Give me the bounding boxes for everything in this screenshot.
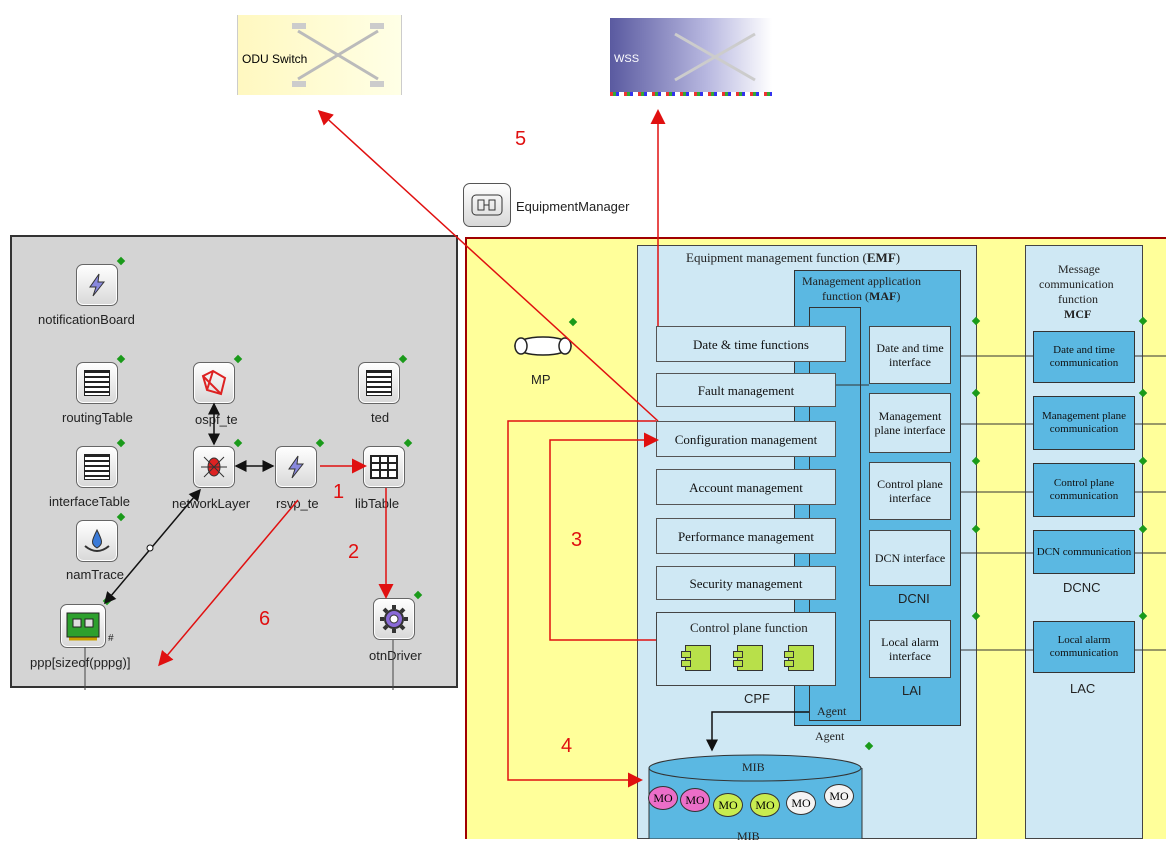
function-account-management[interactable]: Account management — [656, 469, 836, 505]
equipment-manager-icon[interactable] — [463, 183, 511, 227]
notification-board-label: notificationBoard — [38, 312, 135, 327]
mcf-title-abbr: MCF — [1064, 307, 1092, 321]
interface-management-plane[interactable]: Management plane interface — [869, 393, 951, 453]
agent-outer-label: Agent — [815, 729, 845, 743]
interface-control-plane[interactable]: Control plane interface — [869, 462, 951, 520]
step-3-label: 3 — [571, 529, 583, 551]
mib-bottom-label: MIB — [737, 829, 760, 843]
mo-object: MO — [648, 786, 678, 810]
ppp-icon[interactable] — [60, 604, 106, 648]
wss[interactable]: WSS — [610, 18, 772, 96]
ted-label: ted — [371, 410, 390, 425]
mo-object: MO — [680, 788, 710, 812]
dcni-label: DCNI — [898, 591, 930, 606]
mp-icon[interactable] — [512, 334, 574, 358]
cpf-title: Control plane function — [690, 620, 808, 635]
rsvp-te-label: rsvp_te — [276, 496, 319, 511]
mib-title: MIB — [742, 760, 765, 774]
function-configuration-management[interactable]: Configuration management — [656, 421, 836, 457]
crossbar-icon — [674, 32, 756, 82]
lai-label: LAI — [902, 683, 922, 698]
mcf-title-line1: Message — [1058, 262, 1100, 276]
component-icon — [733, 645, 763, 671]
step-2-label: 2 — [348, 541, 360, 563]
network-layer-icon[interactable] — [193, 446, 235, 488]
maf-title-line1: Management application — [802, 274, 921, 288]
mo-object: MO — [824, 784, 854, 808]
mcf-date-time-communication[interactable]: Date and time communication — [1033, 331, 1135, 383]
mo-object: MO — [750, 793, 780, 817]
rsvp-te-icon[interactable] — [275, 446, 317, 488]
lib-table-label: libTable — [355, 496, 400, 511]
mcf-control-plane-communication[interactable]: Control plane communication — [1033, 463, 1135, 517]
cpf-label: CPF — [744, 691, 770, 706]
step-5-label: 5 — [515, 128, 527, 150]
crossbar-icon — [292, 23, 384, 87]
interface-table-icon[interactable] — [76, 446, 118, 488]
mo-object: MO — [786, 791, 816, 815]
lib-table-icon[interactable] — [363, 446, 405, 488]
nam-trace-label: namTrace — [66, 567, 125, 582]
component-icon — [784, 645, 814, 671]
notification-board-icon[interactable] — [76, 264, 118, 306]
equipment-manager-label: EquipmentManager — [516, 199, 630, 214]
interface-date-time[interactable]: Date and time interface — [869, 326, 951, 384]
function-date-time[interactable]: Date & time functions — [656, 326, 846, 362]
mcf-title-line2: communication — [1039, 277, 1114, 291]
mo-object: MO — [713, 793, 743, 817]
mcf-local-alarm-communication[interactable]: Local alarm communication — [1033, 621, 1135, 673]
step-1-label: 1 — [333, 481, 345, 503]
emf-title: Equipment management function (EMF) — [686, 250, 901, 265]
lac-label: LAC — [1070, 681, 1096, 696]
ospf-te-label: ospf_te — [195, 412, 238, 427]
maf-title-line2: function (MAF) — [822, 289, 901, 303]
network-layer-label: networkLayer — [172, 496, 251, 511]
ospf-te-icon[interactable] — [193, 362, 235, 404]
component-icon — [681, 645, 711, 671]
step-6-label: 6 — [259, 608, 271, 630]
dcnc-label: DCNC — [1063, 580, 1101, 595]
mp-label: MP — [531, 372, 551, 387]
routing-table-icon[interactable] — [76, 362, 118, 404]
interface-table-label: interfaceTable — [49, 494, 130, 509]
function-security-management[interactable]: Security management — [656, 566, 836, 600]
agent-inner-label: Agent — [817, 704, 847, 718]
nam-trace-icon[interactable] — [76, 520, 118, 562]
function-performance-management[interactable]: Performance management — [656, 518, 836, 554]
function-fault-management[interactable]: Fault management — [656, 373, 836, 407]
mcf-dcn-communication[interactable]: DCN communication — [1033, 530, 1135, 574]
interface-dcn[interactable]: DCN interface — [869, 530, 951, 586]
routing-table-label: routingTable — [62, 410, 133, 425]
step-4-label: 4 — [561, 735, 573, 757]
ppp-label: ppp[sizeof(pppg)] — [30, 655, 131, 670]
odu-switch-label: ODU Switch — [242, 52, 308, 66]
mcf-management-plane-communication[interactable]: Management plane communication — [1033, 396, 1135, 450]
interface-local-alarm[interactable]: Local alarm interface — [869, 620, 951, 678]
mcf-title-line3: function — [1058, 292, 1098, 306]
odu-switch[interactable]: ODU Switch — [237, 15, 402, 95]
otn-driver-icon[interactable] — [373, 598, 415, 640]
wss-label: WSS — [614, 53, 640, 65]
ted-icon[interactable] — [358, 362, 400, 404]
otn-driver-label: otnDriver — [369, 648, 422, 663]
